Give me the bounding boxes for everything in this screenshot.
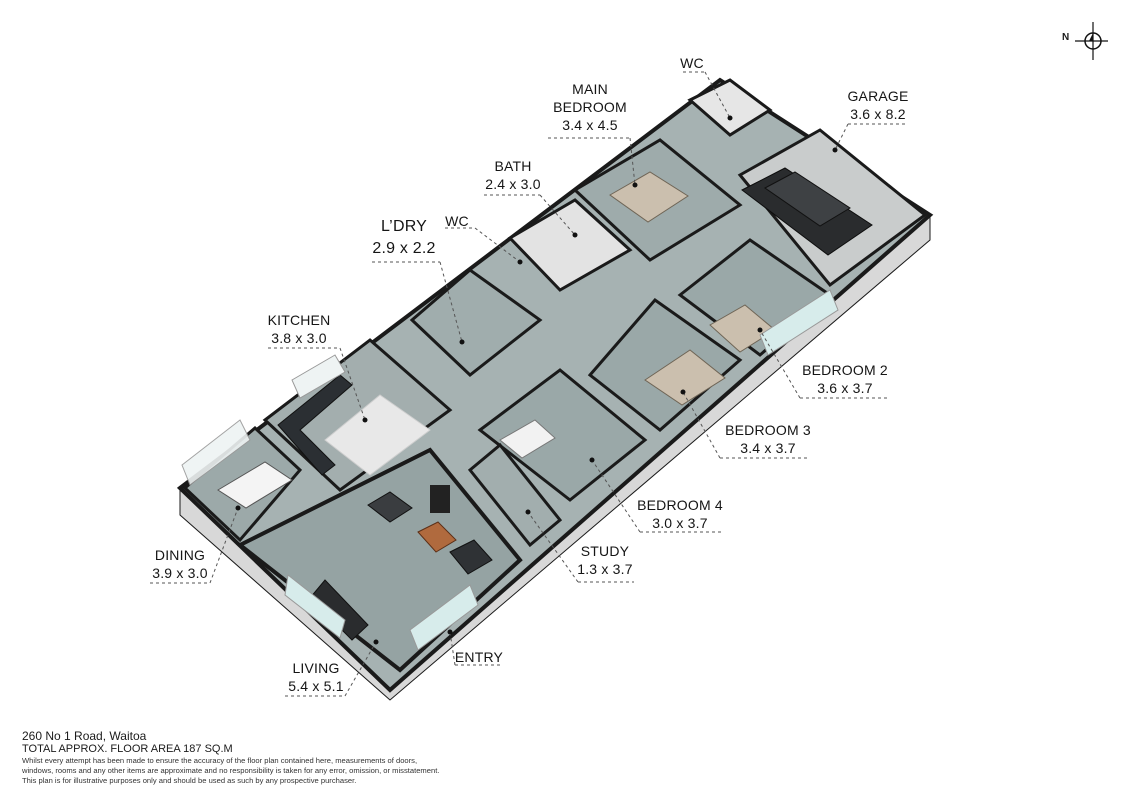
main-bedroom-name: MAIN BEDROOM xyxy=(553,81,627,115)
label-bath: BATH 2.4 x 3.0 xyxy=(478,157,548,193)
label-bedroom4: BEDROOM 4 3.0 x 3.7 xyxy=(630,496,730,532)
bedroom4-floor xyxy=(477,368,648,502)
study-name: STUDY xyxy=(580,543,630,559)
footer: 260 No 1 Road, Waitoa TOTAL APPROX. FLOO… xyxy=(22,729,622,786)
garage-dim: 3.6 x 8.2 xyxy=(850,106,906,122)
footer-disclaimer-3: This plan is for illustrative purposes o… xyxy=(22,776,357,785)
dining-table xyxy=(217,461,293,509)
bedroom4-name: BEDROOM 4 xyxy=(637,497,723,513)
bedroom2-name: BEDROOM 2 xyxy=(802,362,888,378)
label-garage: GARAGE 3.6 x 8.2 xyxy=(838,87,918,123)
dining-name: DINING xyxy=(154,547,206,563)
label-dining: DINING 3.9 x 3.0 xyxy=(142,546,218,582)
bedroom2-dim: 3.6 x 3.7 xyxy=(817,380,873,396)
bath-dim: 2.4 x 3.0 xyxy=(485,176,541,192)
footer-address: 260 No 1 Road, Waitoa xyxy=(22,729,147,743)
kitchen-dim: 3.8 x 3.0 xyxy=(271,330,327,346)
compass-north-icon xyxy=(1075,22,1108,60)
laundry-floor xyxy=(409,268,543,377)
window-kitchen xyxy=(291,354,346,399)
kitchen-tile xyxy=(324,394,431,476)
main-bedroom-dim: 3.4 x 4.5 xyxy=(562,117,618,133)
window-bedroom2 xyxy=(759,289,839,356)
label-bedroom2: BEDROOM 2 3.6 x 3.7 xyxy=(795,361,895,397)
living-dim: 5.4 x 5.1 xyxy=(288,678,344,694)
label-study: STUDY 1.3 x 3.7 xyxy=(570,542,640,578)
leader-lines xyxy=(150,71,905,697)
room-dots xyxy=(235,115,838,645)
label-bedroom3: BEDROOM 3 3.4 x 3.7 xyxy=(718,421,818,457)
bedroom3-name: BEDROOM 3 xyxy=(725,422,811,438)
laundry-name: L’DRY xyxy=(380,218,428,235)
bath-floor xyxy=(507,198,633,292)
wc-top-floor xyxy=(687,78,773,137)
laundry-dim: 2.9 x 2.2 xyxy=(372,240,436,257)
kitchen-name: KITCHEN xyxy=(267,312,331,328)
label-wc-top: WC xyxy=(672,54,712,72)
window-entry xyxy=(409,584,479,651)
bedroom3-floor xyxy=(587,297,743,432)
compass-north-label: N xyxy=(1062,32,1070,43)
footer-disclaimer-2: windows, rooms and any other items are a… xyxy=(22,766,440,775)
label-living: LIVING 5.4 x 5.1 xyxy=(278,659,354,695)
wc-mid-name: WC xyxy=(445,213,469,229)
bed4 xyxy=(499,419,556,459)
label-kitchen: KITCHEN 3.8 x 3.0 xyxy=(260,311,338,347)
bed3 xyxy=(644,349,726,406)
window-dining xyxy=(181,419,251,486)
main-bed xyxy=(609,171,689,223)
bath-name: BATH xyxy=(494,158,532,174)
label-laundry: L’DRY 2.9 x 2.2 xyxy=(364,216,444,260)
study-dim: 1.3 x 3.7 xyxy=(577,561,633,577)
wc-top-name: WC xyxy=(680,55,704,71)
sofa-armchair-1 xyxy=(367,491,413,523)
living-name: LIVING xyxy=(292,660,340,676)
label-main-bedroom: MAIN BEDROOM 3.4 x 4.5 xyxy=(540,80,640,134)
footer-disclaimer-1: Whilst every attempt has been made to en… xyxy=(22,756,418,765)
study-floor xyxy=(467,442,563,548)
garage-car-roof xyxy=(764,171,851,227)
sofa-armchair-2 xyxy=(449,539,493,575)
armchair-orange xyxy=(417,521,457,553)
fireplace xyxy=(430,485,450,513)
footer-floor-area: TOTAL APPROX. FLOOR AREA 187 SQ.M xyxy=(22,743,233,755)
bedroom3-dim: 3.4 x 3.7 xyxy=(740,440,796,456)
compass: N xyxy=(1060,20,1110,62)
label-wc-mid: WC xyxy=(440,212,474,230)
label-entry: ENTRY xyxy=(454,648,504,666)
entry-name: ENTRY xyxy=(454,649,504,665)
dining-dim: 3.9 x 3.0 xyxy=(152,565,208,581)
bedroom4-dim: 3.0 x 3.7 xyxy=(652,515,708,531)
window-living xyxy=(284,574,346,639)
garage-name: GARAGE xyxy=(847,88,909,104)
